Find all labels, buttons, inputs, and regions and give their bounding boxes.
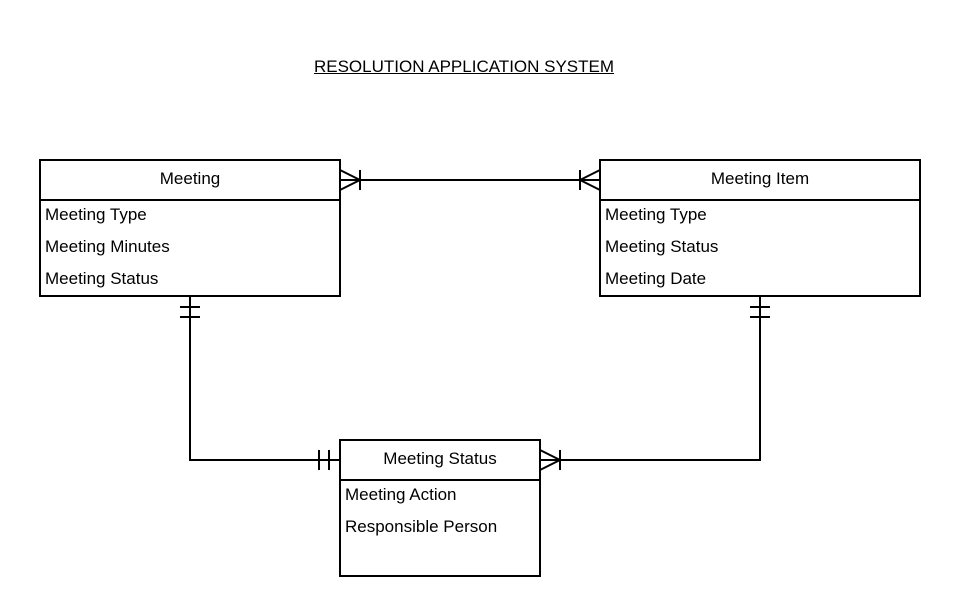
crow-foot-many-marker-status-side: [539, 449, 561, 471]
entity-meeting-item-attributes: Meeting Type Meeting Status Meeting Date: [601, 201, 919, 299]
entity-meeting-attributes: Meeting Type Meeting Minutes Meeting Sta…: [41, 201, 339, 299]
entity-meeting-status-attributes: Meeting Action Responsible Person: [341, 481, 539, 547]
entity-meeting-title: Meeting: [41, 161, 339, 201]
attribute-meeting-action: Meeting Action: [345, 485, 457, 504]
relationship-meeting-meeting-item: [339, 169, 601, 191]
attribute-meeting-minutes: Meeting Minutes: [45, 237, 170, 256]
relationship-meeting-item-meeting-status: [539, 296, 770, 471]
one-only-marker-meeting-side: [180, 306, 200, 318]
attribute-responsible-person: Responsible Person: [345, 517, 498, 536]
entity-meeting-status-title: Meeting Status: [341, 441, 539, 481]
relationship-meeting-meeting-status: [180, 296, 340, 470]
one-only-marker-status-side: [318, 450, 330, 470]
crow-foot-many-marker-meeting-side: [339, 169, 361, 191]
entity-meeting-status[interactable]: Meeting Status Meeting Action Responsibl…: [339, 439, 541, 577]
entity-meeting[interactable]: Meeting Meeting Type Meeting Minutes Mee…: [39, 159, 341, 297]
attribute-meeting-type: Meeting Type: [45, 205, 147, 224]
entity-meeting-item-title: Meeting Item: [601, 161, 919, 201]
entity-meeting-item[interactable]: Meeting Item Meeting Type Meeting Status…: [599, 159, 921, 297]
attribute-meeting-status: Meeting Status: [45, 269, 159, 288]
crow-foot-many-marker-item-side: [579, 169, 601, 191]
attribute-meeting-type: Meeting Type: [605, 205, 707, 224]
attribute-meeting-date: Meeting Date: [605, 269, 707, 288]
one-only-marker-item-side: [750, 306, 770, 318]
attribute-meeting-status: Meeting Status: [605, 237, 719, 256]
diagram-title: RESOLUTION APPLICATION SYSTEM: [313, 57, 615, 76]
